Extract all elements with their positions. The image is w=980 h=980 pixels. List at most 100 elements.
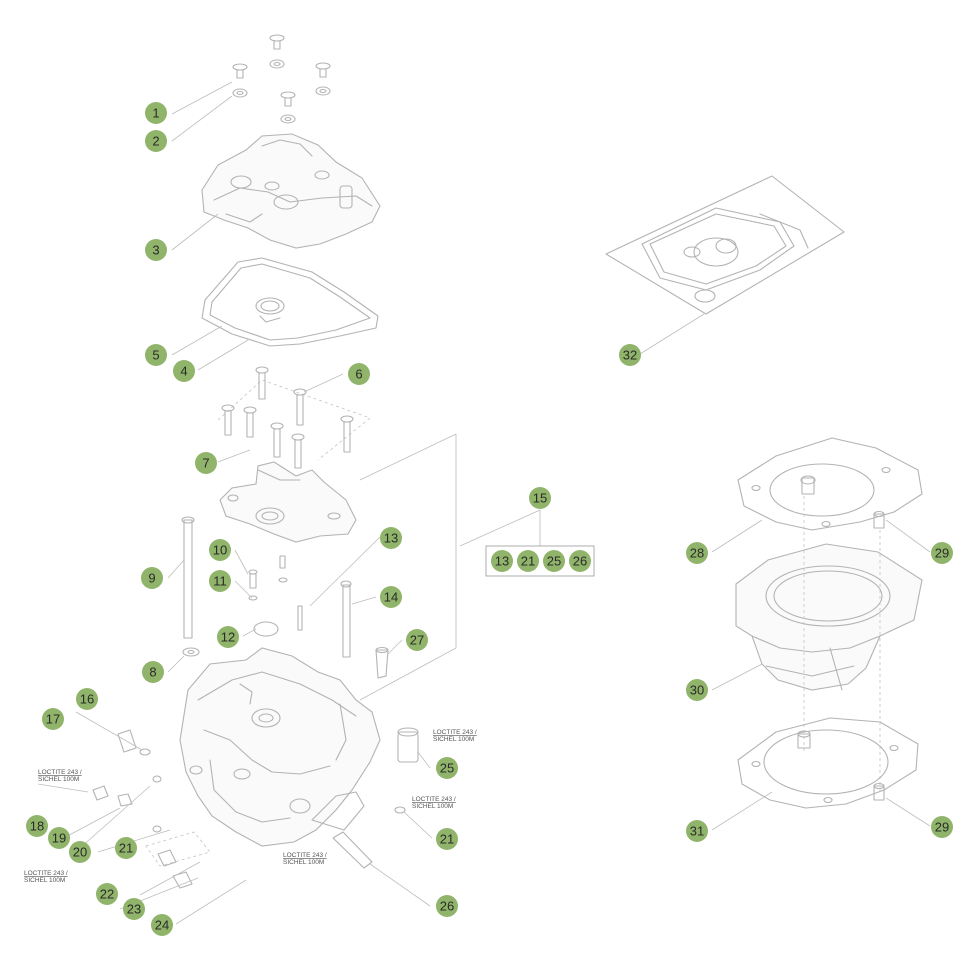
svg-text:25: 25 xyxy=(440,761,454,776)
svg-text:10: 10 xyxy=(213,543,227,558)
loctite-notes: LOCTITE 243 / SICHEL 100M LOCTITE 243 / … xyxy=(24,729,477,884)
svg-text:16: 16 xyxy=(80,692,94,707)
callout-2[interactable]: 2 xyxy=(145,130,167,152)
kit-15-item-26[interactable]: 26 xyxy=(569,550,591,572)
svg-text:8: 8 xyxy=(149,665,156,680)
kit-15-item-25[interactable]: 25 xyxy=(543,550,565,572)
callout-28[interactable]: 28 xyxy=(686,542,708,564)
callout-5[interactable]: 5 xyxy=(145,344,167,366)
svg-text:17: 17 xyxy=(46,712,60,727)
svg-text:6: 6 xyxy=(355,367,362,382)
svg-text:22: 22 xyxy=(100,887,114,902)
callout-4[interactable]: 4 xyxy=(173,360,195,382)
callout-21-right[interactable]: 21 xyxy=(436,828,458,850)
svg-text:32: 32 xyxy=(623,348,637,363)
stud-and-dowel xyxy=(340,580,389,679)
note-5-line-1: LOCTITE 243 / xyxy=(412,796,456,803)
kit-bracket xyxy=(359,433,541,701)
note-1-line-2: SICHEL 100M xyxy=(38,776,79,783)
svg-text:20: 20 xyxy=(73,845,87,860)
callout-27[interactable]: 27 xyxy=(406,629,428,651)
callout-12[interactable]: 12 xyxy=(217,626,239,648)
svg-text:26: 26 xyxy=(573,554,587,569)
svg-text:7: 7 xyxy=(202,456,209,471)
callout-10[interactable]: 10 xyxy=(209,539,231,561)
note-3-line-1: LOCTITE 243 / xyxy=(283,852,327,859)
kit-15-item-13[interactable]: 13 xyxy=(491,550,513,572)
svg-text:19: 19 xyxy=(52,831,66,846)
svg-text:26: 26 xyxy=(440,899,454,914)
callout-3[interactable]: 3 xyxy=(145,239,167,261)
callout-17[interactable]: 17 xyxy=(42,708,64,730)
svg-text:24: 24 xyxy=(155,918,169,933)
svg-text:29: 29 xyxy=(935,546,949,561)
callout-19[interactable]: 19 xyxy=(48,827,70,849)
valve-cover xyxy=(201,133,381,249)
callout-14[interactable]: 14 xyxy=(380,586,402,608)
camshaft-bolt-set xyxy=(217,366,371,469)
svg-text:21: 21 xyxy=(521,554,535,569)
note-2-line-2: SICHEL 100M xyxy=(24,877,65,884)
valve-cover-gasket xyxy=(201,257,379,347)
note-2-line-1: LOCTITE 243 / xyxy=(24,870,68,877)
note-4-line-1: LOCTITE 243 / xyxy=(433,729,477,736)
svg-text:12: 12 xyxy=(221,630,235,645)
svg-text:11: 11 xyxy=(213,574,227,589)
callout-11[interactable]: 11 xyxy=(209,570,231,592)
cylinder-head-stud xyxy=(181,516,200,657)
svg-text:30: 30 xyxy=(690,683,704,698)
svg-text:3: 3 xyxy=(152,243,159,258)
callout-21-left[interactable]: 21 xyxy=(115,837,137,859)
svg-text:21: 21 xyxy=(440,832,454,847)
note-3-line-2: SICHEL 100M xyxy=(283,859,324,866)
svg-text:14: 14 xyxy=(384,590,398,605)
svg-text:5: 5 xyxy=(152,348,159,363)
callout-8[interactable]: 8 xyxy=(142,661,164,683)
svg-text:27: 27 xyxy=(410,633,424,648)
svg-text:25: 25 xyxy=(547,554,561,569)
plug-and-oring-parts xyxy=(248,555,303,637)
callout-7[interactable]: 7 xyxy=(195,452,217,474)
callout-22[interactable]: 22 xyxy=(96,883,118,905)
callout-30[interactable]: 30 xyxy=(686,679,708,701)
cylinder-base-gasket xyxy=(711,717,931,831)
callout-24[interactable]: 24 xyxy=(151,914,173,936)
callout-20[interactable]: 20 xyxy=(69,841,91,863)
callout-29-top[interactable]: 29 xyxy=(931,542,953,564)
center-leaders xyxy=(119,81,433,925)
svg-text:28: 28 xyxy=(690,546,704,561)
callout-6[interactable]: 6 xyxy=(348,363,370,385)
svg-text:2: 2 xyxy=(152,134,159,149)
cylinder xyxy=(711,496,923,792)
cover-bolts-and-washers xyxy=(232,34,331,124)
gasket-set-sheet xyxy=(605,175,845,355)
callout-18[interactable]: 18 xyxy=(26,815,48,837)
callout-1[interactable]: 1 xyxy=(145,102,167,124)
callout-13[interactable]: 13 xyxy=(380,527,402,549)
callout-9[interactable]: 9 xyxy=(141,567,163,589)
svg-text:1: 1 xyxy=(152,106,159,121)
svg-text:31: 31 xyxy=(690,824,704,839)
note-4-line-2: SICHEL 100M xyxy=(433,736,474,743)
callout-15[interactable]: 15 xyxy=(529,487,551,509)
note-5-line-2: SICHEL 100M xyxy=(412,803,453,810)
cylinder-head-gasket xyxy=(711,437,931,553)
svg-text:18: 18 xyxy=(30,819,44,834)
callout-16[interactable]: 16 xyxy=(76,688,98,710)
svg-text:21: 21 xyxy=(119,841,133,856)
svg-text:13: 13 xyxy=(495,554,509,569)
kit-15-item-21[interactable]: 21 xyxy=(517,550,539,572)
camshaft-bridge xyxy=(219,461,357,543)
callout-26[interactable]: 26 xyxy=(436,895,458,917)
callout-23[interactable]: 23 xyxy=(123,898,145,920)
callout-32[interactable]: 32 xyxy=(619,344,641,366)
svg-text:9: 9 xyxy=(148,571,155,586)
svg-text:13: 13 xyxy=(384,531,398,546)
cylinder-head xyxy=(179,647,381,847)
svg-text:15: 15 xyxy=(533,491,547,506)
callout-29-bottom[interactable]: 29 xyxy=(931,816,953,838)
svg-text:29: 29 xyxy=(935,820,949,835)
callout-25[interactable]: 25 xyxy=(436,757,458,779)
callout-31[interactable]: 31 xyxy=(686,820,708,842)
